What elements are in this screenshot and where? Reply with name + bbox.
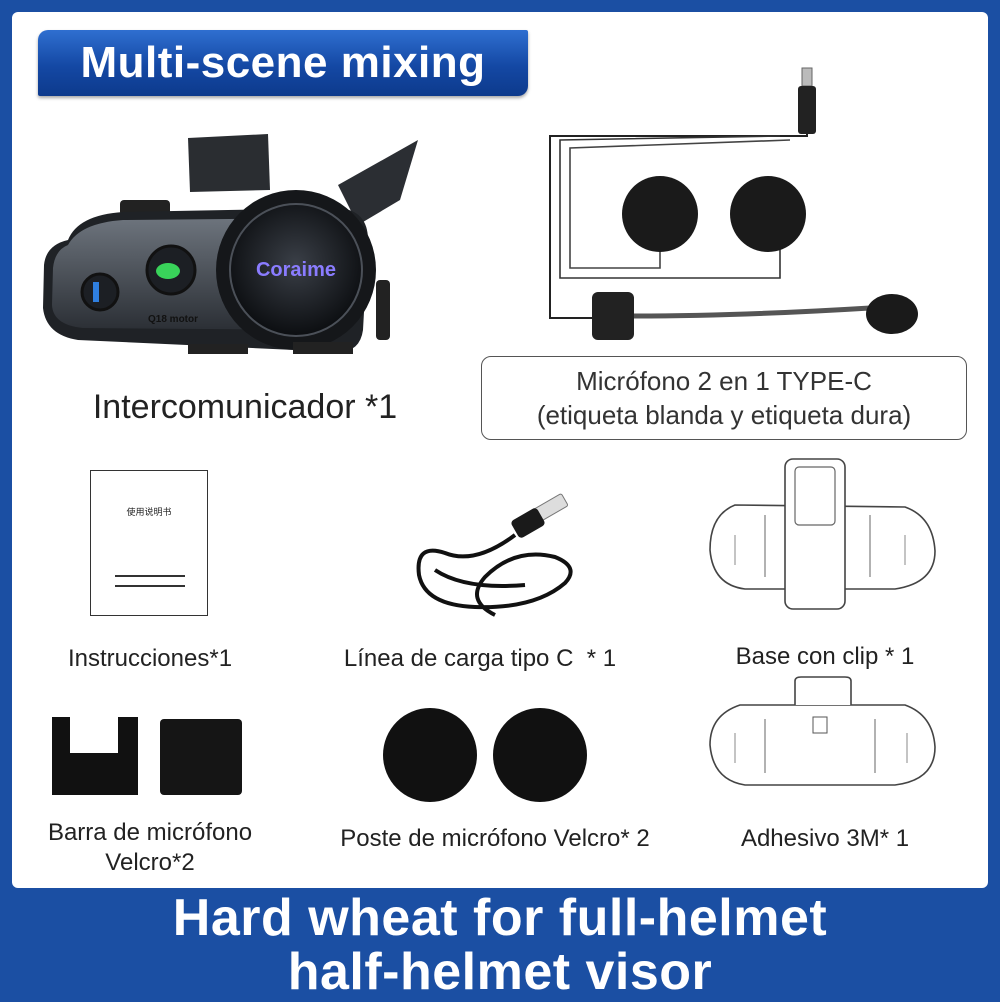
velcro-bar-label: Barra de micrófono Velcro*2 xyxy=(20,818,280,878)
intercom-logo-text: Coraime xyxy=(256,259,336,281)
manual-label: Instrucciones*1 xyxy=(67,645,233,672)
microphone-label-box: Micrófono 2 en 1 TYPE-C (etiqueta blanda… xyxy=(481,356,967,440)
intercom-label: Intercomunicador *1 xyxy=(92,388,398,426)
manual-line xyxy=(115,575,185,577)
clip-base-label: Base con clip * 1 xyxy=(735,643,915,670)
velcro-bar-label-line2: Velcro*2 xyxy=(105,849,195,876)
velcro-post-image xyxy=(383,708,587,802)
title-badge: Multi-scene mixing xyxy=(38,30,528,96)
clip-base-image xyxy=(709,458,936,610)
velcro-bar-image xyxy=(52,717,242,795)
adhesive-label: Adhesivo 3M* 1 xyxy=(740,825,910,852)
microphone-label-line1: Micrófono 2 en 1 TYPE-C xyxy=(576,366,872,396)
model-text: Q18 motor xyxy=(148,314,198,325)
microphone-kit-image xyxy=(549,67,918,340)
footer-line2: half-helmet visor xyxy=(287,943,713,1001)
microphone-label-line2: (etiqueta blanda y etiqueta dura) xyxy=(536,400,912,430)
velcro-bar-label-line1: Barra de micrófono xyxy=(47,819,253,846)
manual-booklet-text: 使用说明书 xyxy=(126,508,172,518)
manual-booklet: 使用说明书 xyxy=(90,470,208,616)
charging-cable-image xyxy=(416,493,573,617)
cable-label: Línea de carga tipo C * 1 xyxy=(343,645,617,672)
manual-line xyxy=(115,585,185,587)
footer-line1: Hard wheat for full-helmet xyxy=(172,889,828,947)
adhesive-image xyxy=(709,676,936,786)
intercom-device-image: Q18 motor Coraime xyxy=(43,134,418,354)
page-title: Multi-scene mixing xyxy=(80,38,486,87)
velcro-post-label: Poste de micrófono Velcro* 2 xyxy=(340,825,650,852)
